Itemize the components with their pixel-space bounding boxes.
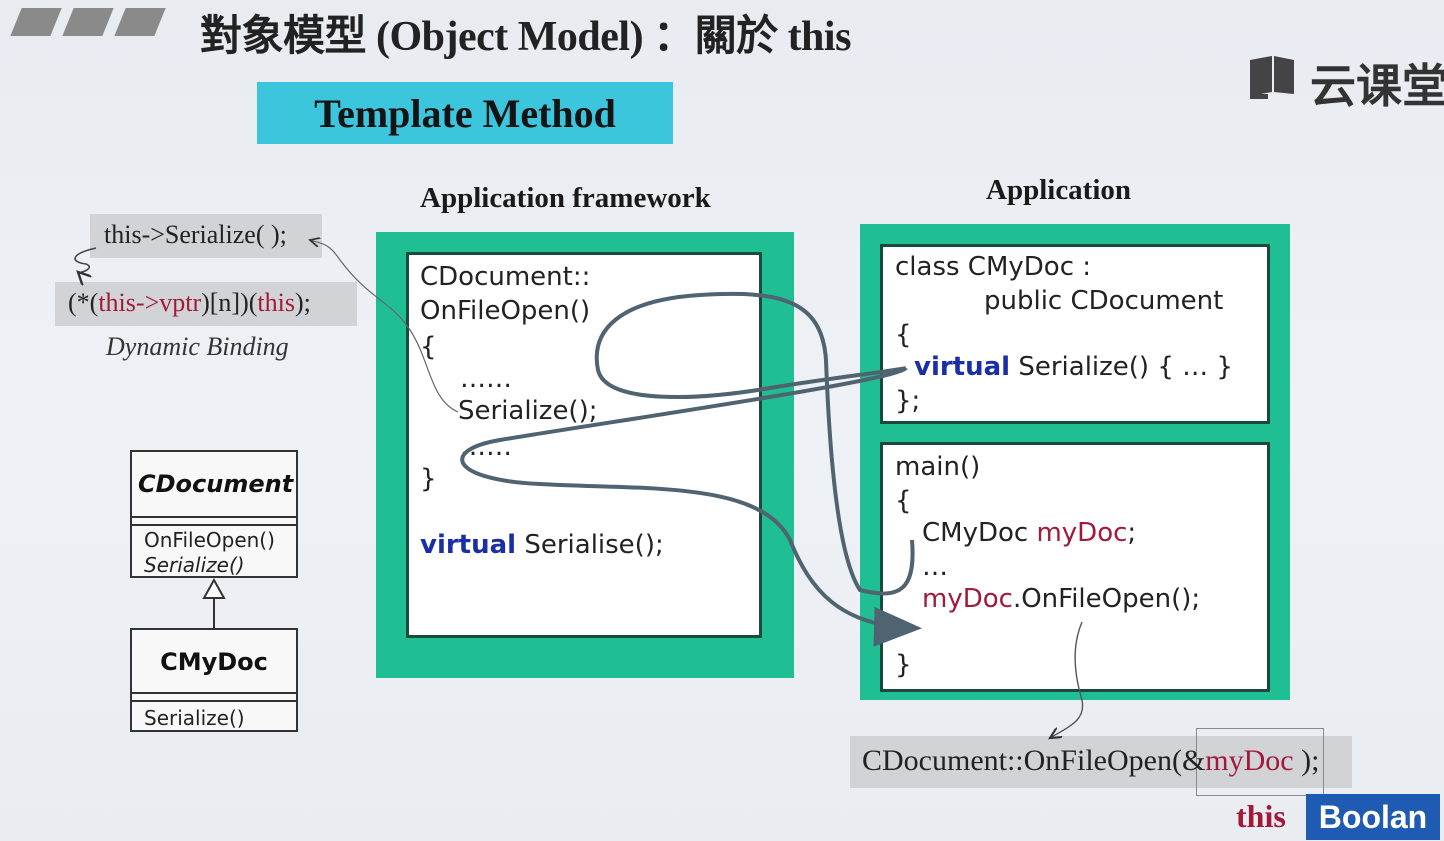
this-call-band xyxy=(90,214,322,258)
framework-line-4: …… xyxy=(460,364,512,394)
main-line-6: } xyxy=(895,650,912,680)
class-virtual-keyword: virtual xyxy=(914,352,1011,382)
dynamic-binding-arrow xyxy=(74,247,97,272)
framework-panel xyxy=(406,252,762,638)
this-serialize-call: this->Serialize( ); xyxy=(104,220,287,249)
expansion-call: CDocument::OnFileOpen(&myDoc ); xyxy=(862,744,1319,778)
vptr-this-1: this xyxy=(98,288,136,317)
uml-cdocument-member-onfileopen: OnFileOpen() xyxy=(144,528,275,552)
dynamic-binding-caption: Dynamic Binding xyxy=(106,332,289,361)
inheritance-arrow xyxy=(202,577,226,630)
application-heading: Application xyxy=(986,174,1132,206)
class-line-2: public CDocument xyxy=(984,286,1224,316)
expansion-arg: myDoc xyxy=(1205,744,1294,777)
brand-label: Boolan xyxy=(1318,798,1428,835)
framework-virtual-rest: Serialise(); xyxy=(516,530,664,560)
serialize-link-curve xyxy=(310,240,459,413)
framework-virtual-line: virtual Serialise(); xyxy=(420,530,664,561)
framework-heading: Application framework xyxy=(420,182,711,214)
call-to-onfileopen-curve xyxy=(594,291,915,596)
framework-line-5: Serialize(); xyxy=(458,396,598,426)
class-panel xyxy=(880,244,1270,424)
framework-line-2: OnFileOpen() xyxy=(420,296,591,326)
class-line-5: }; xyxy=(895,386,921,416)
main-line-4: … xyxy=(922,552,948,582)
uml-cmydoc-name: CMyDoc xyxy=(160,648,268,676)
uml-cmydoc: CMyDoc Serialize() xyxy=(130,628,298,732)
serialize-dispatch-curve xyxy=(460,366,922,647)
main-end: ; xyxy=(1127,518,1137,548)
slide-title: 對象模型 (Object Model) ：關於 this xyxy=(200,14,851,60)
expansion-band xyxy=(850,736,1352,788)
framework-line-7: } xyxy=(420,464,437,494)
template-method-banner: Template Method xyxy=(257,82,673,144)
logo-text: 云课堂 xyxy=(1310,60,1444,112)
this-label: this xyxy=(1236,798,1286,834)
expansion-suffix: ); xyxy=(1293,744,1320,777)
banner-label: Template Method xyxy=(314,90,616,136)
main-line-3: CMyDoc myDoc; xyxy=(922,518,1136,549)
call-var: myDoc xyxy=(922,584,1013,614)
framework-virtual-keyword: virtual xyxy=(420,530,517,560)
vptr-suffix: ); xyxy=(294,288,311,317)
framework-line-1: CDocument:: xyxy=(420,262,591,292)
uml-cdocument-name: CDocument xyxy=(138,470,294,498)
main-line-1: main() xyxy=(895,452,981,482)
vptr-this-2: this xyxy=(257,288,295,317)
uml-cdocument: CDocument OnFileOpen() Serialize() xyxy=(130,450,298,578)
framework-line-6: …… xyxy=(460,432,512,462)
vptr-call-band xyxy=(55,282,357,326)
class-line-4: virtual Serialize() { … } xyxy=(914,352,1233,383)
class-virtual-rest: Serialize() { … } xyxy=(1010,352,1233,382)
vptr-bracket: )[n])( xyxy=(201,288,258,317)
expansion-amp: & xyxy=(1181,744,1206,777)
uml-cdocument-member-serialize: Serialize() xyxy=(144,553,245,577)
this-highlight-box xyxy=(1196,728,1324,796)
uml-cmydoc-member-serialize: Serialize() xyxy=(144,706,245,730)
vptr-prefix: (*( xyxy=(68,288,99,317)
main-line-2: { xyxy=(895,486,912,516)
call-rest: .OnFileOpen(); xyxy=(1012,584,1201,614)
brand-badge: Boolan xyxy=(1306,794,1440,840)
book-icon xyxy=(1246,54,1298,100)
main-type: CMyDoc xyxy=(922,518,1037,548)
framework-line-3: { xyxy=(420,332,437,362)
class-line-3: { xyxy=(895,320,912,350)
vptr-call: (*(this->vptr)[n])(this); xyxy=(68,288,311,318)
main-var: myDoc xyxy=(1036,518,1128,548)
expansion-link-curve xyxy=(1050,621,1084,738)
class-line-1: class CMyDoc : xyxy=(895,252,1092,282)
vptr-member: ->vptr xyxy=(135,288,202,317)
expansion-prefix: CDocument::OnFileOpen( xyxy=(862,744,1182,777)
main-line-5: myDoc.OnFileOpen(); xyxy=(922,584,1200,615)
